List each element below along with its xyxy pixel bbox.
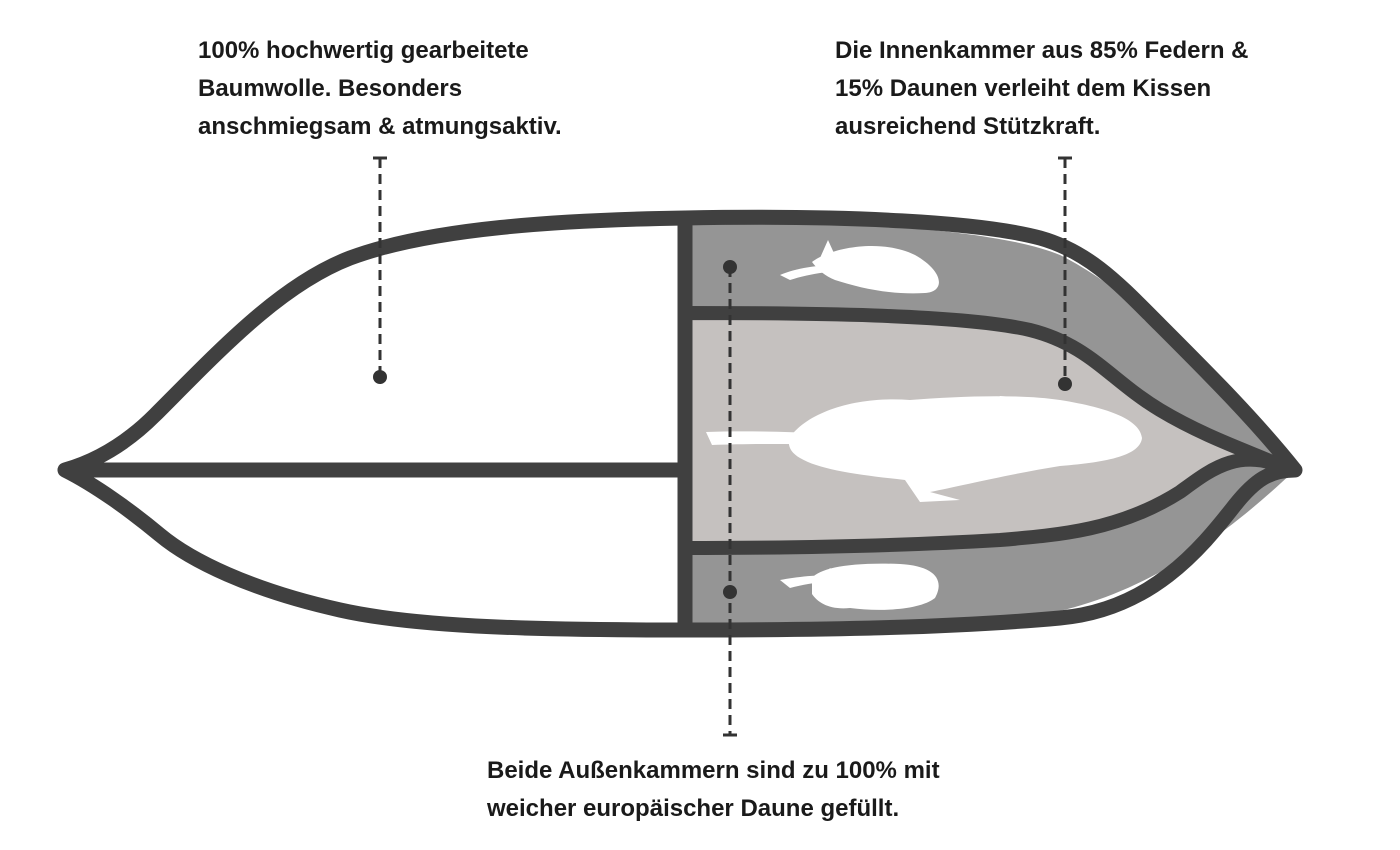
feather-icon-top xyxy=(780,240,939,294)
caption-cover: 100% hochwertig gearbeitete Baumwolle. B… xyxy=(198,32,562,146)
caption-line: anschmiegsam & atmungsaktiv. xyxy=(198,113,562,140)
feather-icon-bottom xyxy=(780,563,939,610)
pillow-outline xyxy=(57,209,1303,638)
caption-line: ausreichend Stützkraft. xyxy=(835,113,1101,140)
caption-line: weicher europäischer Daune gefüllt. xyxy=(487,795,900,822)
caption-line: Beide Außenkammern sind zu 100% mit xyxy=(487,757,940,784)
caption-outer-chambers: Beide Außenkammern sind zu 100% mit weic… xyxy=(487,752,940,828)
feather-icon-center xyxy=(706,396,1142,502)
caption-inner-chamber: Die Innenkammer aus 85% Federn & 15% Dau… xyxy=(835,32,1248,146)
caption-line: 100% hochwertig gearbeitete xyxy=(198,37,529,64)
caption-line: Baumwolle. Besonders xyxy=(198,75,463,102)
callout-cover xyxy=(373,156,387,384)
callout-inner-chamber xyxy=(1058,156,1072,391)
callout-outer-chambers xyxy=(723,260,737,737)
caption-line: Die Innenkammer aus 85% Federn & xyxy=(835,37,1249,64)
caption-line: 15% Daunen verleiht dem Kissen xyxy=(835,75,1212,102)
